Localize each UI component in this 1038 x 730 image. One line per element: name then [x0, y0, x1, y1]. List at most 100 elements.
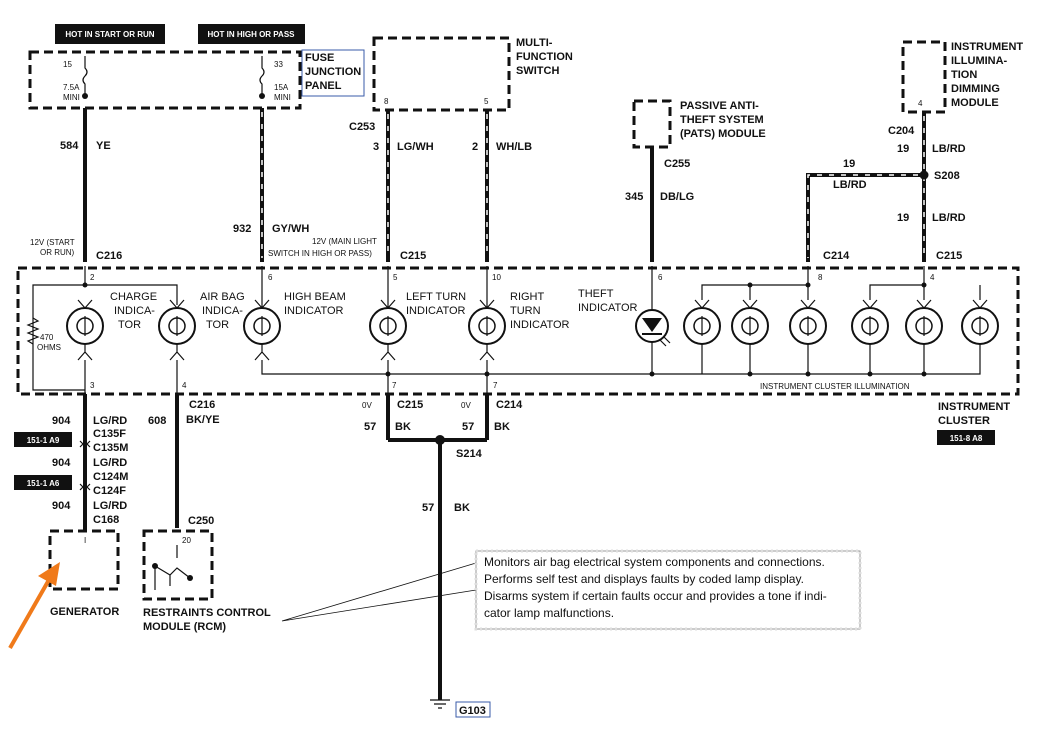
svg-text:ILLUMINA-: ILLUMINA- — [951, 55, 1008, 67]
svg-text:151-1 A6: 151-1 A6 — [27, 479, 60, 488]
svg-text:AIR BAG: AIR BAG — [200, 291, 245, 303]
svg-text:4: 4 — [918, 99, 923, 108]
svg-text:151-8 A8: 151-8 A8 — [950, 434, 983, 443]
svg-text:TURN: TURN — [510, 305, 541, 317]
svg-text:THEFT SYSTEM: THEFT SYSTEM — [680, 114, 764, 126]
svg-text:FUNCTION: FUNCTION — [516, 51, 573, 63]
svg-text:G103: G103 — [459, 705, 486, 717]
svg-text:C168: C168 — [93, 514, 119, 526]
svg-text:LB/RD: LB/RD — [932, 212, 966, 224]
illumination-lamp-5 — [905, 307, 943, 345]
hot-start-run-header: HOT IN START OR RUN — [55, 24, 165, 44]
svg-text:LB/RD: LB/RD — [833, 179, 867, 191]
illumination-lamp-6 — [961, 307, 999, 345]
instrument-cluster: INSTRUMENT CLUSTER 151-8 A8 — [16, 266, 1020, 445]
high-beam-indicator-lamp — [243, 307, 281, 345]
svg-text:YE: YE — [96, 140, 111, 152]
svg-text:4: 4 — [182, 381, 187, 390]
svg-text:57: 57 — [462, 421, 474, 433]
svg-text:INSTRUMENT: INSTRUMENT — [938, 401, 1010, 413]
indicator-lamps — [66, 307, 999, 347]
svg-text:57: 57 — [422, 502, 434, 514]
svg-text:904: 904 — [52, 415, 71, 427]
theft-indicator-led — [635, 309, 671, 347]
svg-text:3: 3 — [373, 141, 379, 153]
svg-text:608: 608 — [148, 415, 166, 427]
svg-text:RESTRAINTS CONTROL: RESTRAINTS CONTROL — [143, 607, 271, 619]
svg-text:BK: BK — [395, 421, 411, 433]
svg-text:7: 7 — [493, 381, 498, 390]
cluster-pin-numbers: 2 6 5 10 6 8 4 3 4 7 7 — [90, 273, 935, 390]
svg-text:8: 8 — [818, 273, 823, 282]
generator: I GENERATOR — [48, 529, 120, 618]
svg-text:TOR: TOR — [118, 319, 141, 331]
svg-text:MINI: MINI — [63, 93, 80, 102]
svg-text:LG/RD: LG/RD — [93, 500, 127, 512]
svg-text:470: 470 — [40, 333, 54, 342]
svg-text:WH/LB: WH/LB — [496, 141, 532, 153]
svg-text:0V: 0V — [362, 401, 372, 410]
svg-text:C215: C215 — [936, 250, 962, 262]
svg-text:MINI: MINI — [274, 93, 291, 102]
svg-text:12V (MAIN LIGHT: 12V (MAIN LIGHT — [312, 237, 377, 246]
rcm-note-callout: Monitors air bag electrical system compo… — [281, 549, 862, 631]
charge-indicator-lamp — [66, 307, 104, 345]
svg-text:6: 6 — [658, 273, 663, 282]
svg-text:BK: BK — [454, 502, 470, 514]
svg-text:OHMS: OHMS — [37, 343, 61, 352]
svg-text:C215: C215 — [397, 399, 423, 411]
svg-text:TOR: TOR — [206, 319, 229, 331]
svg-text:INDICATOR: INDICATOR — [284, 305, 344, 317]
svg-text:JUNCTION: JUNCTION — [305, 66, 361, 78]
svg-text:S214: S214 — [456, 448, 483, 460]
svg-text:7.5A: 7.5A — [63, 83, 80, 92]
svg-text:20: 20 — [182, 536, 191, 545]
svg-text:904: 904 — [52, 500, 71, 512]
air-bag-indicator-lamp — [158, 307, 196, 345]
left-turn-indicator-lamp — [369, 307, 407, 345]
svg-text:BK: BK — [494, 421, 510, 433]
illumination-lamp-4 — [851, 307, 889, 345]
svg-text:OR RUN): OR RUN) — [40, 248, 75, 257]
svg-text:C250: C250 — [188, 515, 214, 527]
svg-text:BK/YE: BK/YE — [186, 414, 220, 426]
svg-text:HOT IN START OR RUN: HOT IN START OR RUN — [65, 30, 154, 39]
svg-text:5: 5 — [484, 97, 489, 106]
top-wires — [83, 108, 929, 262]
svg-text:LG/WH: LG/WH — [397, 141, 434, 153]
svg-text:S208: S208 — [934, 170, 960, 182]
svg-text:904: 904 — [52, 457, 71, 469]
svg-text:15: 15 — [63, 60, 72, 69]
svg-text:5: 5 — [393, 273, 398, 282]
svg-text:INDICATOR: INDICATOR — [406, 305, 466, 317]
svg-text:19: 19 — [897, 212, 909, 224]
svg-text:PANEL: PANEL — [305, 80, 342, 92]
pats-module: PASSIVE ANTI- THEFT SYSTEM (PATS) MODULE — [632, 99, 766, 149]
illumination-lamp-2 — [731, 307, 769, 345]
svg-text:SWITCH IN HIGH OR PASS): SWITCH IN HIGH OR PASS) — [268, 249, 372, 258]
svg-text:33: 33 — [274, 60, 283, 69]
svg-text:INDICA-: INDICA- — [202, 305, 243, 317]
svg-text:CLUSTER: CLUSTER — [938, 415, 990, 427]
svg-text:INDICA-: INDICA- — [114, 305, 155, 317]
svg-text:LG/RD: LG/RD — [93, 457, 127, 469]
svg-text:C124F: C124F — [93, 485, 126, 497]
svg-text:C135F: C135F — [93, 428, 126, 440]
illumination-lamp-3 — [789, 307, 827, 345]
svg-text:C124M: C124M — [93, 471, 128, 483]
svg-text:C204: C204 — [888, 125, 915, 137]
svg-text:8: 8 — [384, 97, 389, 106]
svg-text:584: 584 — [60, 140, 79, 152]
svg-text:LEFT TURN: LEFT TURN — [406, 291, 466, 303]
svg-text:932: 932 — [233, 223, 251, 235]
svg-text:MODULE: MODULE — [951, 97, 999, 109]
svg-text:C214: C214 — [496, 399, 523, 411]
svg-text:C255: C255 — [664, 158, 690, 170]
svg-text:MULTI-: MULTI- — [516, 37, 553, 49]
illumination-lamp-1 — [683, 307, 721, 345]
svg-text:19: 19 — [843, 158, 855, 170]
svg-text:7: 7 — [392, 381, 397, 390]
svg-text:GY/WH: GY/WH — [272, 223, 309, 235]
svg-text:CHARGE: CHARGE — [110, 291, 157, 303]
svg-text:3: 3 — [90, 381, 95, 390]
